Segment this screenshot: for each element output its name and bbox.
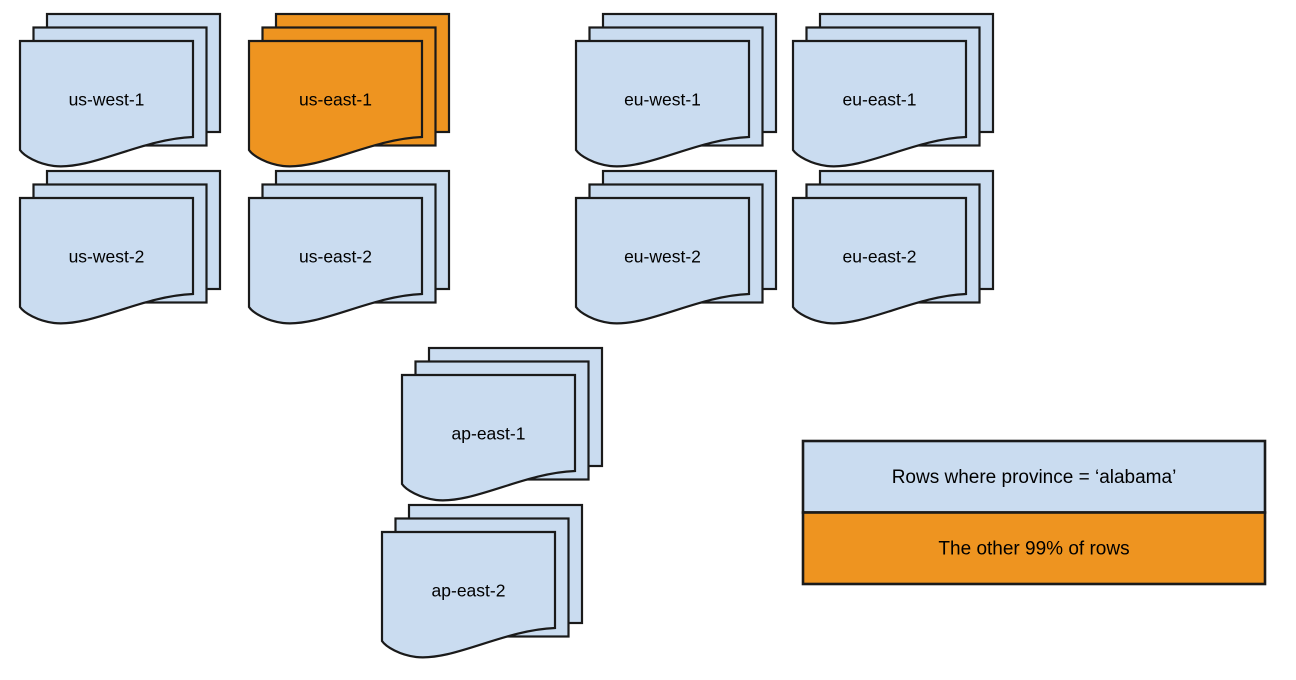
document-stack-us-west-2[interactable]: us-west-2 [18, 169, 222, 325]
legend-other-rows[interactable]: The other 99% of rows [801, 511, 1267, 586]
stack-front-sheet [791, 196, 968, 325]
document-stack-eu-west-2[interactable]: eu-west-2 [574, 169, 778, 325]
stack-front-sheet [574, 196, 751, 325]
legend-group: Rows where province = ‘alabama’ The other… [801, 439, 1267, 586]
stack-front-sheet [574, 39, 751, 168]
stack-front-sheet [18, 39, 195, 168]
stack-front-sheet [18, 196, 195, 325]
legend-rows-alabama-swatch [801, 439, 1267, 514]
stack-front-sheet [400, 373, 577, 502]
document-stack-eu-east-1[interactable]: eu-east-1 [791, 12, 995, 168]
legend-rows-alabama-label: Rows where province = ‘alabama’ [892, 467, 1177, 488]
legend-other-rows-label: The other 99% of rows [938, 538, 1129, 559]
legend-rows-alabama[interactable]: Rows where province = ‘alabama’ [801, 439, 1267, 514]
document-stack-eu-west-1[interactable]: eu-west-1 [574, 12, 778, 168]
document-stacks-group: us-west-1 us-east-1 eu-west-1 eu-east-1 us-w… [18, 12, 995, 659]
stack-label-us-west-2: us-west-2 [69, 247, 145, 267]
stack-front-sheet [791, 39, 968, 168]
stack-label-eu-west-1: eu-west-1 [624, 90, 701, 110]
legend-other-rows-swatch [801, 511, 1267, 586]
stack-label-eu-east-1: eu-east-1 [843, 90, 917, 110]
document-stack-ap-east-1[interactable]: ap-east-1 [400, 346, 604, 502]
document-stack-us-east-1[interactable]: us-east-1 [247, 12, 451, 168]
document-stack-ap-east-2[interactable]: ap-east-2 [380, 503, 584, 659]
stack-label-ap-east-2: ap-east-2 [432, 581, 506, 601]
stack-front-sheet [247, 196, 424, 325]
stack-label-eu-west-2: eu-west-2 [624, 247, 701, 267]
stack-label-us-west-1: us-west-1 [69, 90, 145, 110]
stack-label-ap-east-1: ap-east-1 [452, 424, 526, 444]
document-stack-eu-east-2[interactable]: eu-east-2 [791, 169, 995, 325]
stack-label-us-east-2: us-east-2 [299, 247, 372, 267]
stack-label-eu-east-2: eu-east-2 [843, 247, 917, 267]
stack-front-sheet [247, 39, 424, 168]
stack-label-us-east-1: us-east-1 [299, 90, 372, 110]
document-stack-us-east-2[interactable]: us-east-2 [247, 169, 451, 325]
document-stack-us-west-1[interactable]: us-west-1 [18, 12, 222, 168]
stack-front-sheet [380, 530, 557, 659]
